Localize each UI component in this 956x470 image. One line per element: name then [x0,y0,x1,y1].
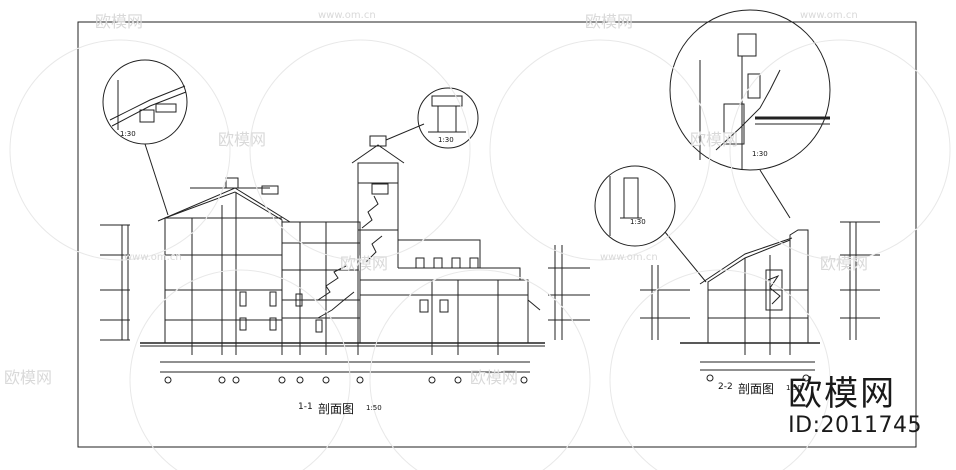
model-id: ID:2011745 [788,413,922,438]
watermark-logo: 欧模网 [340,254,389,273]
watermark-logo: 欧模网 [218,130,267,149]
watermark-logo: 欧模网 [820,254,869,273]
section-1-1-scale: 1:50 [366,404,382,412]
detail-bubble-top-left [102,59,188,216]
watermark-logo: 欧模网 [95,12,144,31]
watermark-logo: 欧模网 [4,368,53,387]
brand-block: 欧模网 ID:2011745 [788,375,922,439]
brand-logo: 欧模网 [788,374,897,414]
section-1-1-elevation-scale [100,224,590,341]
watermark-logo: 欧模网 [470,368,519,387]
detail-bubble-mid-right [594,165,707,283]
section-2-2-title: 剖面图 [738,382,775,396]
watermark-pattern [9,39,951,470]
section-2-2-axis-markers [706,374,810,382]
watermark-url: www.om.cn [124,252,182,263]
detail-scale-mid-right: 1:30 [630,218,646,226]
section-2-2-label: 2-2 [718,382,733,392]
section-1-1-building [140,135,545,373]
sheet-border [77,21,917,448]
watermark-url: www.om.cn [318,10,376,21]
watermark-logo: 欧模网 [690,130,739,149]
detail-scale-tower: 1:30 [438,136,454,144]
section-2-2-building [640,221,880,371]
detail-bubble-top-right [669,9,831,219]
watermark-logo: 欧模网 [585,12,634,31]
section-1-1-title: 剖面图 [318,402,355,416]
section-2-2-scale: 1:50 [786,384,802,392]
detail-bubble-tower [385,87,479,149]
detail-scale-top-right: 1:30 [752,150,768,158]
watermark-url: www.om.cn [600,252,658,263]
watermark-url: www.om.cn [800,10,858,21]
section-1-1-axis-markers [164,376,528,384]
detail-scale-top-left: 1:30 [120,130,136,138]
section-1-1-label: 1-1 [298,402,313,412]
